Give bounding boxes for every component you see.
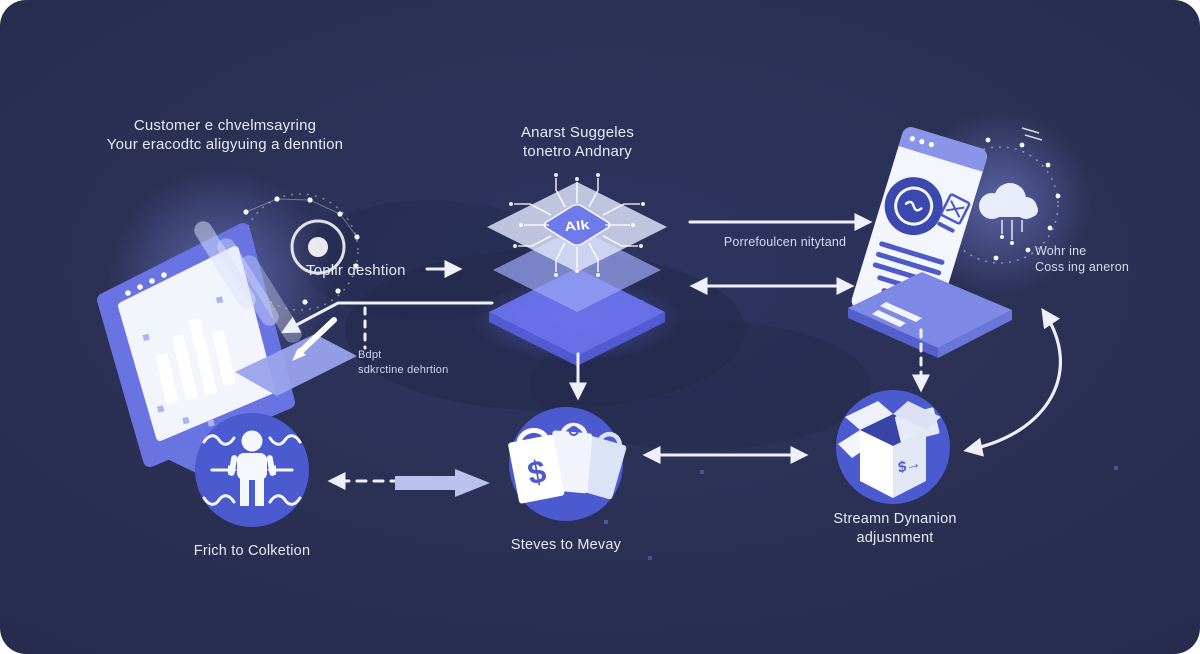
pen-icon — [292, 317, 337, 361]
caption-ai-stack-line1: Anarst Suggeles — [520, 124, 635, 141]
cloud-icon — [941, 127, 1061, 264]
caption-web-note-line2: Coss ing aneron — [1035, 260, 1130, 274]
label-branch-note-line2: sdkrctine dehrtion — [358, 363, 449, 376]
shopping-bags-icon: $ — [508, 407, 627, 521]
caption-person: Frich to Colketion — [193, 543, 311, 559]
label-branch-note-line1: Bdpt — [358, 349, 382, 361]
caption-top-left-line1: Customer e chvelmsayring — [133, 117, 317, 134]
label-topic: Toplir deshtion — [306, 262, 406, 279]
caption-stream-line2: adjusnment — [856, 529, 934, 546]
label-branch-note: Bdpt sdkrctine dehrtion — [358, 348, 448, 378]
caption-web-note-line1: Wohr ine — [1035, 244, 1087, 258]
open-box-icon: $→ — [836, 390, 950, 504]
caption-bags: Steves to Mevay — [510, 537, 622, 553]
block-arrow-right — [395, 469, 490, 497]
caption-ai-stack: Anarst Suggeles tonetro Andnary — [455, 123, 700, 161]
menu-dots-icon — [125, 272, 167, 296]
browser-illustration — [848, 110, 1092, 358]
person-icon — [195, 413, 309, 527]
monitor-illustration — [97, 168, 360, 493]
label-flow-right: Porrefoulcen nitytand — [723, 235, 847, 249]
chip-glyph: AIk — [564, 218, 592, 234]
coin-icon — [884, 177, 943, 236]
arrow-stack-to-monitor — [281, 301, 494, 334]
caption-top-left-line2: Your eracodtc aligyuing a denntion — [106, 136, 344, 154]
box-glyph: $→ — [897, 454, 921, 477]
caption-stream: Streamn Dynanion adjusnment — [795, 510, 995, 547]
ticket-icon — [937, 193, 971, 233]
inward-arrows-icon — [202, 434, 302, 506]
curved-arrow-right — [963, 308, 1062, 457]
chip-stack-icon: AIk — [472, 173, 682, 366]
caption-top-left: Customer e chvelmsayring Your eracodtc a… — [65, 116, 385, 154]
browser-dots-icon — [909, 136, 935, 148]
cpu-chip-icon: AIk — [509, 173, 645, 277]
bar-chart-icon — [142, 296, 236, 427]
caption-stream-line1: Streamn Dynanion — [833, 511, 957, 527]
caption-ai-stack-line2: tonetro Andnary — [523, 143, 632, 161]
caption-web-note: Wohr ine Coss ing aneron — [1035, 243, 1129, 275]
network-glow-icon — [241, 193, 360, 311]
